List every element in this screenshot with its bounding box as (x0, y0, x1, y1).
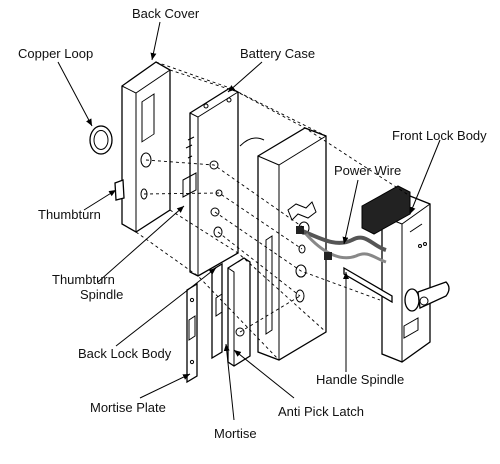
mortise-plate-part (186, 282, 198, 384)
leader-lines (57, 21, 441, 421)
battery-case-part (182, 87, 265, 277)
label-mortise: Mortise (214, 426, 257, 441)
label-back-lock-body: Back Lock Body (78, 346, 172, 361)
front-lock-body-part (361, 185, 450, 363)
label-copper-loop: Copper Loop (18, 46, 94, 61)
label-power-wire: Power Wire (334, 163, 402, 178)
label-thumbturn: Thumbturn (38, 207, 101, 222)
assembly-guide-lines (135, 61, 411, 361)
back-cover-part (114, 61, 171, 233)
label-back-cover: Back Cover (132, 6, 200, 21)
label-anti-pick-latch: Anti Pick Latch (278, 404, 364, 419)
copper-loop-part (89, 125, 113, 155)
label-front-lock-body: Front Lock Body (392, 128, 487, 143)
label-battery-case: Battery Case (240, 46, 316, 61)
label-mortise-plate: Mortise Plate (90, 400, 166, 415)
label-thumbturn-spindle-line1: Thumbturn (52, 272, 115, 287)
label-thumbturn-spindle-line2: Spindle (80, 287, 124, 302)
power-wire-part (296, 226, 387, 264)
mortise-part (211, 257, 251, 367)
label-handle-spindle: Handle Spindle (316, 372, 405, 387)
